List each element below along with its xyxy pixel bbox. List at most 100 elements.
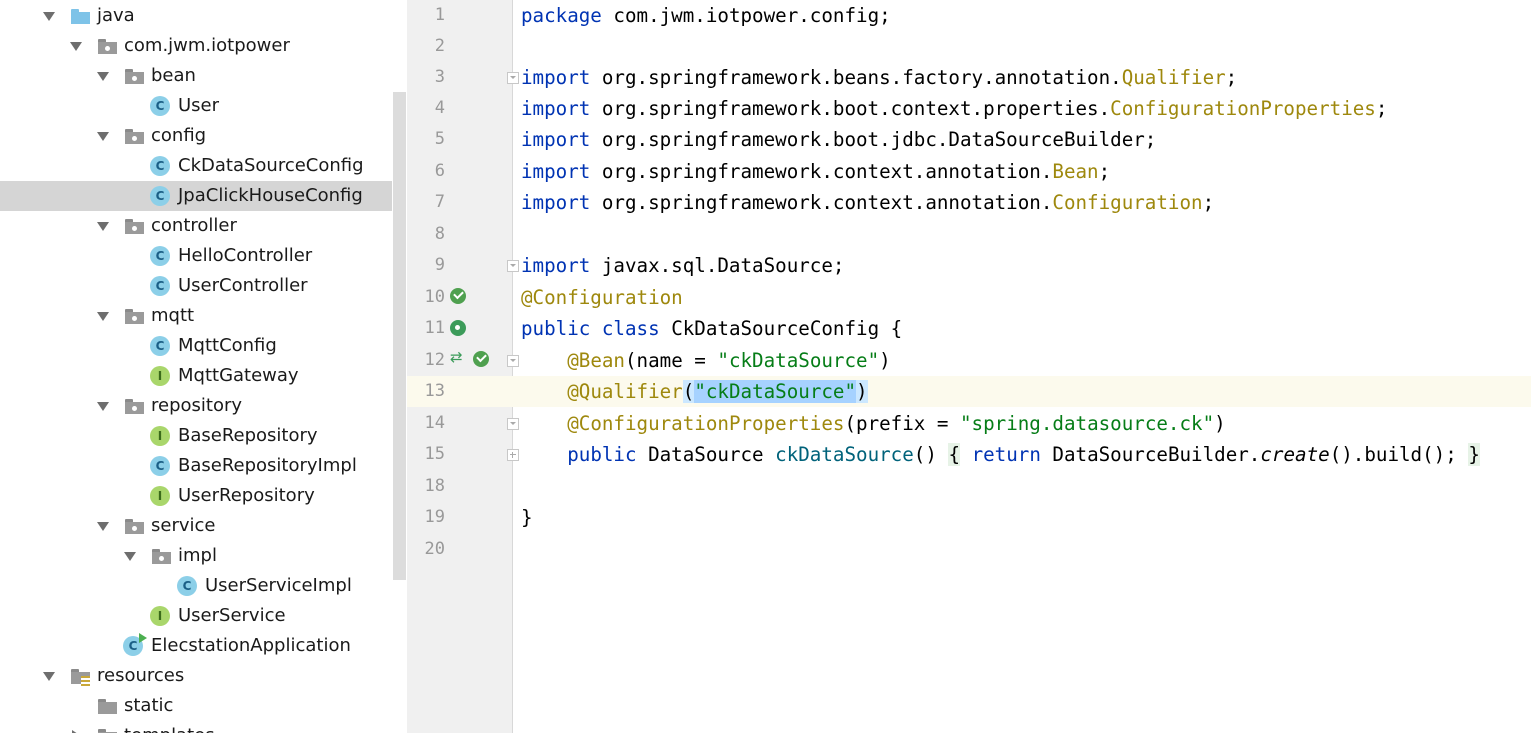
tree-item-baserepository[interactable]: I BaseRepository	[0, 421, 392, 451]
expand-arrow-icon[interactable]	[96, 301, 110, 331]
class-icon: C	[150, 456, 170, 476]
code-line[interactable]: 20	[407, 534, 1531, 565]
code-line[interactable]: 9 import javax.sql.DataSource;	[407, 250, 1531, 281]
code-text[interactable]: import org.springframework.boot.jdbc.Dat…	[521, 128, 1157, 151]
spring-config-gutter-icon[interactable]	[450, 288, 466, 304]
expand-arrow-icon[interactable]	[96, 391, 110, 421]
code-line[interactable]: 18	[407, 471, 1531, 502]
expand-arrow-icon[interactable]	[96, 61, 110, 91]
tree-item-java[interactable]: java	[0, 1, 392, 31]
tree-item-elecstationapplication[interactable]: C ElecstationApplication	[0, 631, 392, 661]
code-text[interactable]: package com.jwm.iotpower.config;	[521, 4, 891, 27]
code-line[interactable]: 8	[407, 219, 1531, 250]
code-text[interactable]: }	[521, 506, 533, 529]
line-number: 12	[424, 350, 445, 370]
line-number: 6	[434, 161, 445, 181]
package-icon	[124, 66, 144, 86]
code-text[interactable]: @Configuration	[521, 286, 683, 309]
code-line[interactable]: 10 @Configuration	[407, 282, 1531, 313]
line-number: 11	[424, 318, 445, 338]
code-text[interactable]: @Qualifier("ckDataSource")	[567, 380, 868, 403]
code-line[interactable]: 5 import org.springframework.boot.jdbc.D…	[407, 124, 1531, 155]
package-icon	[124, 216, 144, 236]
code-line[interactable]: 7 import org.springframework.context.ann…	[407, 187, 1531, 218]
tree-item-userserviceimpl[interactable]: C UserServiceImpl	[0, 571, 392, 601]
fold-marker-icon[interactable]	[507, 72, 519, 84]
tree-item-userrepository[interactable]: I UserRepository	[0, 481, 392, 511]
tree-scrollbar-thumb[interactable]	[393, 92, 406, 580]
class-icon: C	[150, 96, 170, 116]
fold-expand-icon[interactable]	[507, 449, 519, 461]
code-text[interactable]: public DataSource ckDataSource() { retur…	[567, 443, 1480, 466]
tree-item-mqtt[interactable]: mqtt	[0, 301, 392, 331]
tree-item-mqttgateway[interactable]: I MqttGateway	[0, 361, 392, 391]
tree-item-static[interactable]: static	[0, 691, 392, 721]
source-folder-icon	[70, 6, 90, 26]
tree-item-templates[interactable]: templates	[0, 721, 392, 733]
tree-item-mqttconfig[interactable]: C MqttConfig	[0, 331, 392, 361]
code-text[interactable]: import org.springframework.boot.context.…	[521, 97, 1388, 120]
code-line[interactable]: 6 import org.springframework.context.ann…	[407, 156, 1531, 187]
tree-item-service[interactable]: service	[0, 511, 392, 541]
expand-arrow-icon[interactable]	[96, 121, 110, 151]
tree-item-hellocontroller[interactable]: C HelloController	[0, 241, 392, 271]
code-line[interactable]: 12 @Bean(name = "ckDataSource")	[407, 345, 1531, 376]
tree-item-impl[interactable]: impl	[0, 541, 392, 571]
tree-item-userservice[interactable]: I UserService	[0, 601, 392, 631]
line-number: 14	[424, 413, 445, 433]
expand-arrow-icon[interactable]	[96, 511, 110, 541]
tree-item-config[interactable]: config	[0, 121, 392, 151]
selected-text: "ckDataSource"	[694, 380, 857, 403]
tree-item-baserepositoryimpl[interactable]: C BaseRepositoryImpl	[0, 451, 392, 481]
tree-item-user[interactable]: C User	[0, 91, 392, 121]
expand-arrow-icon[interactable]	[42, 1, 56, 31]
code-line[interactable]: 3 import org.springframework.beans.facto…	[407, 62, 1531, 93]
code-line[interactable]: 1 package com.jwm.iotpower.config;	[407, 0, 1531, 31]
code-editor[interactable]: 1 package com.jwm.iotpower.config; 2 3 i…	[407, 0, 1531, 733]
code-text[interactable]: import javax.sql.DataSource;	[521, 254, 845, 277]
tree-item-controller[interactable]: controller	[0, 211, 392, 241]
tree-item-bean[interactable]: bean	[0, 61, 392, 91]
fold-marker-icon[interactable]	[507, 260, 519, 272]
class-icon: C	[150, 336, 170, 356]
resources-folder-icon	[70, 666, 90, 686]
line-number: 18	[424, 476, 445, 496]
expand-arrow-icon[interactable]	[42, 661, 56, 691]
line-number: 20	[424, 539, 445, 559]
code-text[interactable]: @Bean(name = "ckDataSource")	[567, 349, 891, 372]
expand-arrow-icon[interactable]	[123, 541, 137, 571]
code-text[interactable]: import org.springframework.context.annot…	[521, 160, 1111, 183]
code-line[interactable]: 11 public class CkDataSourceConfig {	[407, 313, 1531, 344]
expand-arrow-icon[interactable]	[96, 211, 110, 241]
code-line[interactable]: 4 import org.springframework.boot.contex…	[407, 93, 1531, 124]
line-number: 13	[407, 376, 445, 407]
tree-item-jpaclickhouseconfig[interactable]: C JpaClickHouseConfig	[0, 181, 407, 211]
line-number: 5	[434, 129, 445, 149]
code-text[interactable]: import org.springframework.context.annot…	[521, 191, 1215, 214]
interface-icon: I	[150, 486, 170, 506]
code-line-current[interactable]: 13 @Qualifier("ckDataSource")	[407, 376, 1531, 407]
tree-item-usercontroller[interactable]: C UserController	[0, 271, 392, 301]
code-line[interactable]: 14 @ConfigurationProperties(prefix = "sp…	[407, 408, 1531, 439]
collapse-arrow-icon[interactable]	[69, 721, 83, 733]
fold-marker-icon[interactable]	[507, 355, 519, 367]
code-line[interactable]: 19 }	[407, 502, 1531, 533]
folder-icon	[97, 696, 117, 716]
code-text[interactable]: public class CkDataSourceConfig {	[521, 317, 903, 340]
injection-gutter-icon[interactable]	[450, 348, 466, 367]
code-line[interactable]: 15 public DataSource ckDataSource() { re…	[407, 439, 1531, 470]
expand-arrow-icon[interactable]	[69, 31, 83, 61]
tree-item-ckdatasourceconfig[interactable]: C CkDataSourceConfig	[0, 151, 392, 181]
spring-bean-method-gutter-icon[interactable]	[473, 351, 489, 367]
tree-item-resources[interactable]: resources	[0, 661, 392, 691]
spring-bean-gutter-icon[interactable]	[450, 320, 466, 336]
package-icon	[124, 396, 144, 416]
project-tree-panel[interactable]: java com.jwm.iotpower bean C User config…	[0, 0, 407, 733]
code-text[interactable]: @ConfigurationProperties(prefix = "sprin…	[567, 412, 1226, 435]
fold-marker-icon[interactable]	[507, 418, 519, 430]
class-icon: C	[150, 156, 170, 176]
tree-item-repository[interactable]: repository	[0, 391, 392, 421]
code-text[interactable]: import org.springframework.beans.factory…	[521, 66, 1238, 89]
code-line[interactable]: 2	[407, 31, 1531, 62]
tree-item-package-root[interactable]: com.jwm.iotpower	[0, 31, 392, 61]
